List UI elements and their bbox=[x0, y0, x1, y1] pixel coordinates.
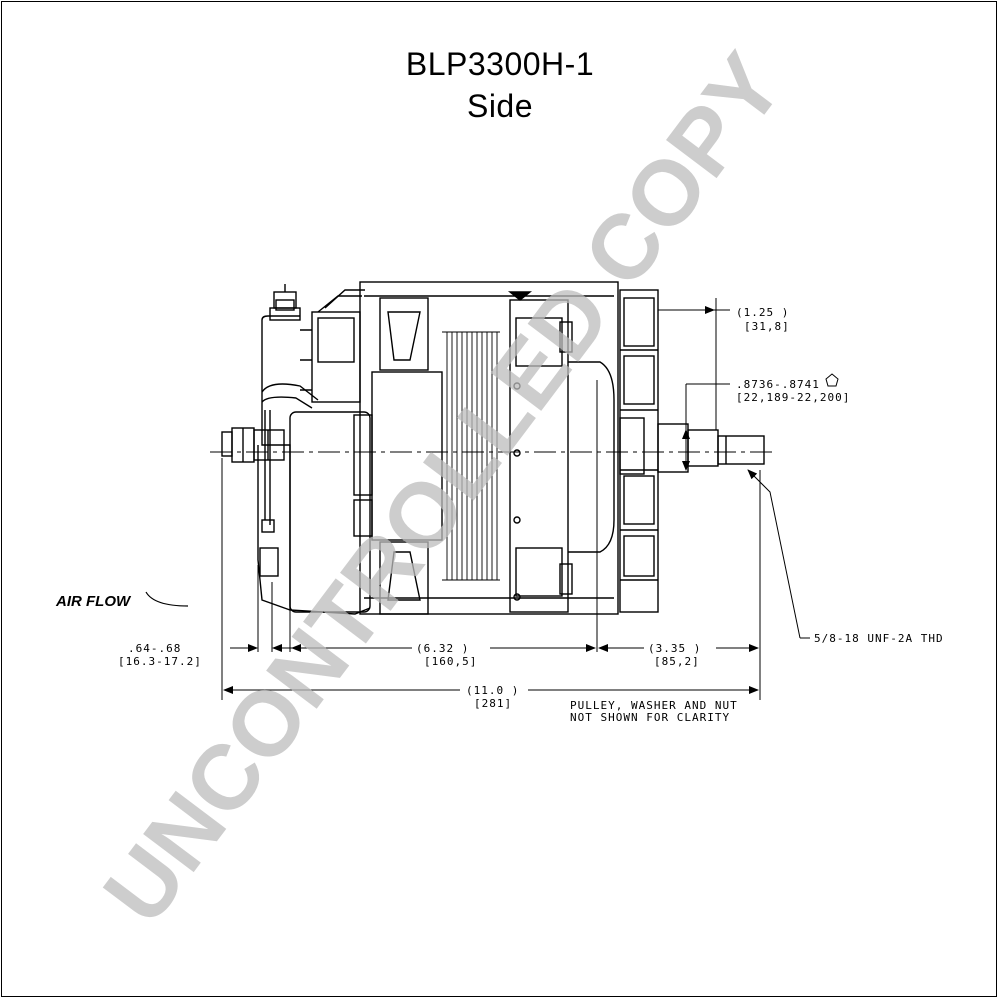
dim-body-length: (6.32 ) bbox=[416, 642, 469, 655]
dim-shaft-length-mm: [85,2] bbox=[654, 655, 700, 668]
terminal-stud bbox=[269, 284, 301, 321]
stator-frame bbox=[353, 281, 619, 615]
rear-housing bbox=[257, 315, 371, 615]
note-line-2: NOT SHOWN FOR CLARITY bbox=[570, 711, 730, 724]
drawing-title: BLP3300H-1 bbox=[405, 46, 595, 82]
dim-shaft-dia: .8736-.8741 bbox=[736, 378, 820, 391]
dim-flange-thickness: (1.25 ) bbox=[736, 306, 789, 319]
dim-flange-thickness-mm: [31,8] bbox=[744, 320, 790, 333]
wire-harness bbox=[259, 383, 319, 577]
datum-pentagon-icon bbox=[825, 373, 839, 387]
dimension-lines bbox=[223, 306, 810, 694]
dim-shaft-length: (3.35 ) bbox=[648, 642, 701, 655]
note-line-1: PULLEY, WASHER AND NUT bbox=[570, 699, 738, 712]
dim-overall-length-mm: [281] bbox=[474, 697, 512, 710]
regulator-block bbox=[300, 289, 365, 403]
air-flow-label: AIR FLOW bbox=[55, 593, 132, 610]
dim-thread: 5/8-18 UNF-2A THD bbox=[814, 632, 944, 645]
dim-rear-offset: .64-.68 bbox=[128, 642, 181, 655]
dim-shaft-dia-mm: [22,189-22,200] bbox=[736, 391, 850, 404]
dim-overall-length: (11.0 ) bbox=[466, 684, 519, 697]
cooling-fan bbox=[619, 289, 659, 613]
watermark: UNCONTROLLED COPY bbox=[85, 36, 803, 942]
air-flow-arrow bbox=[145, 591, 189, 607]
stator-laminations bbox=[442, 331, 500, 581]
front-housing bbox=[508, 291, 615, 613]
rear-stud-nut bbox=[221, 427, 285, 463]
dim-body-length-mm: [160,5] bbox=[424, 655, 477, 668]
shaft bbox=[657, 423, 765, 473]
drawing-subtitle: Side bbox=[466, 88, 534, 124]
dim-rear-offset-mm: [16.3-17.2] bbox=[118, 655, 202, 668]
